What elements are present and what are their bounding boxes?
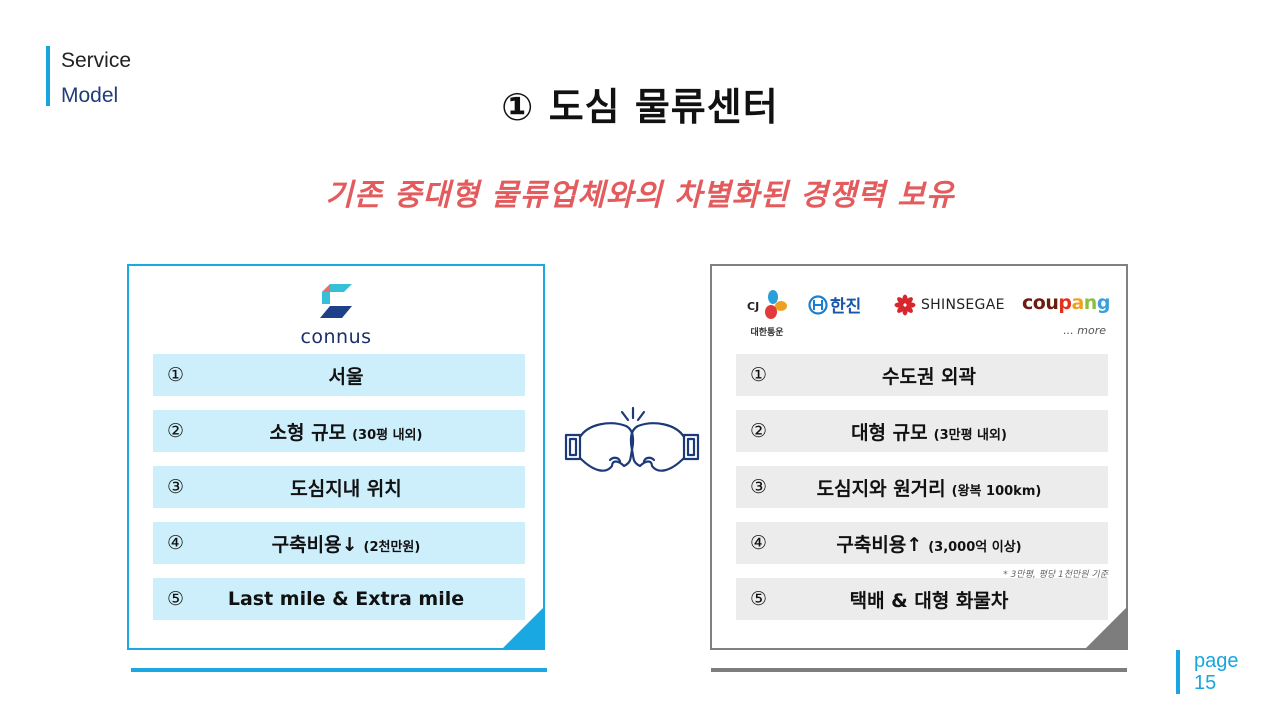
item-text: 도심지내 위치 — [290, 477, 402, 500]
item-text: Last mile & Extra mile — [227, 588, 465, 610]
cost-footnote: * 3만평, 평당 1천만원 기준 — [1003, 570, 1108, 580]
connus-logo-text: connus — [300, 326, 372, 348]
section-label-line1: Service — [61, 49, 132, 72]
section-label-line2: Model — [61, 84, 119, 107]
list-item: ③ 도심지와 원거리 (왕복 100km) — [736, 466, 1108, 508]
list-item: ② 소형 규모 (30평 내외) — [153, 410, 525, 452]
competitors-feature-list: ① 수도권 외곽 ② 대형 규모 (3만평 내외) ③ 도심지와 원거리 (왕복 1… — [736, 354, 1108, 634]
card-corner-triangle — [501, 606, 545, 650]
item-text: 구축비용↑ — [836, 533, 923, 556]
hanjin-logo-text: 한진 — [830, 297, 862, 317]
item-number: ② — [167, 420, 185, 442]
hanjin-logo: 한진 — [808, 292, 861, 317]
list-item: ⑤ 택배 & 대형 화물차 — [736, 578, 1108, 620]
item-detail: (왕복 100km) — [951, 483, 1042, 499]
item-text: 택배 & 대형 화물차 — [849, 589, 1009, 612]
connus-feature-list: ① 서울 ② 소형 규모 (30평 내외) ③ 도심지내 위치 ④ 구축비용↓ (2… — [153, 354, 525, 634]
page-number: page 15 — [1176, 650, 1239, 694]
competitors-card: CJ 대한통운 한진 — [710, 264, 1128, 650]
item-text: 도심지와 원거리 — [816, 477, 946, 500]
subtitle: 기존 중대형 물류업체와의 차별화된 경쟁력 보유 — [325, 178, 955, 213]
page-label: page — [1194, 650, 1239, 672]
item-number: ④ — [750, 532, 768, 554]
item-number: ③ — [750, 476, 768, 498]
coupang-logo: coupang — [1022, 292, 1110, 314]
shinsegae-logo-text: SHINSEGAE — [921, 297, 1005, 313]
item-detail: (3만평 내외) — [933, 427, 1007, 443]
cj-mark-icon: CJ — [747, 290, 787, 319]
svg-text:CJ: CJ — [747, 300, 759, 313]
item-detail: (2천만원) — [363, 539, 421, 555]
list-item: ⑤ Last mile & Extra mile — [153, 578, 525, 620]
item-number: ④ — [167, 532, 185, 554]
item-text: 수도권 외곽 — [881, 365, 976, 388]
connus-card: connus ① 서울 ② 소형 규모 (30평 내외) ③ 도심지내 위치 ④ … — [127, 264, 545, 650]
card-corner-triangle — [1084, 606, 1128, 650]
item-number: ① — [167, 364, 185, 386]
list-item: ③ 도심지내 위치 — [153, 466, 525, 508]
list-item: ② 대형 규모 (3만평 내외) — [736, 410, 1108, 452]
shinsegae-flower-icon — [894, 294, 916, 316]
item-text: 서울 — [328, 365, 364, 388]
connus-logo: connus — [129, 282, 543, 348]
boxing-gloves-icon — [564, 406, 700, 472]
competitors-card-underline — [711, 668, 1127, 672]
page-number-value: 15 — [1194, 672, 1217, 694]
list-item: ④ 구축비용↑ (3,000억 이상) * 3만평, 평당 1천만원 기준 — [736, 522, 1108, 580]
competitor-logos: CJ 대한통운 한진 — [732, 284, 1110, 344]
connus-card-underline — [131, 668, 547, 672]
item-number: ① — [750, 364, 768, 386]
page-title: ① 도심 물류센터 — [501, 85, 779, 129]
cj-logo: CJ 대한통운 — [746, 288, 788, 338]
item-detail: (30평 내외) — [352, 427, 423, 443]
item-number: ② — [750, 420, 768, 442]
list-item: ④ 구축비용↓ (2천만원) — [153, 522, 525, 564]
section-label: Service Model — [46, 46, 132, 107]
item-number: ③ — [167, 476, 185, 498]
shinsegae-logo: SHINSEGAE — [894, 294, 1005, 316]
item-detail: (3,000억 이상) — [928, 539, 1022, 555]
item-text: 소형 규모 — [269, 421, 347, 444]
connus-mark-icon — [320, 284, 352, 318]
list-item: ① 서울 — [153, 354, 525, 396]
cj-logo-subtext: 대한통운 — [750, 328, 784, 338]
more-logos-text: ... more — [1063, 324, 1106, 337]
item-text: 대형 규모 — [851, 421, 928, 444]
list-item: ① 수도권 외곽 — [736, 354, 1108, 396]
hanjin-mark-icon — [808, 294, 828, 315]
item-number: ⑤ — [167, 588, 185, 610]
item-number: ⑤ — [750, 588, 768, 610]
item-text: 구축비용↓ — [271, 533, 358, 556]
